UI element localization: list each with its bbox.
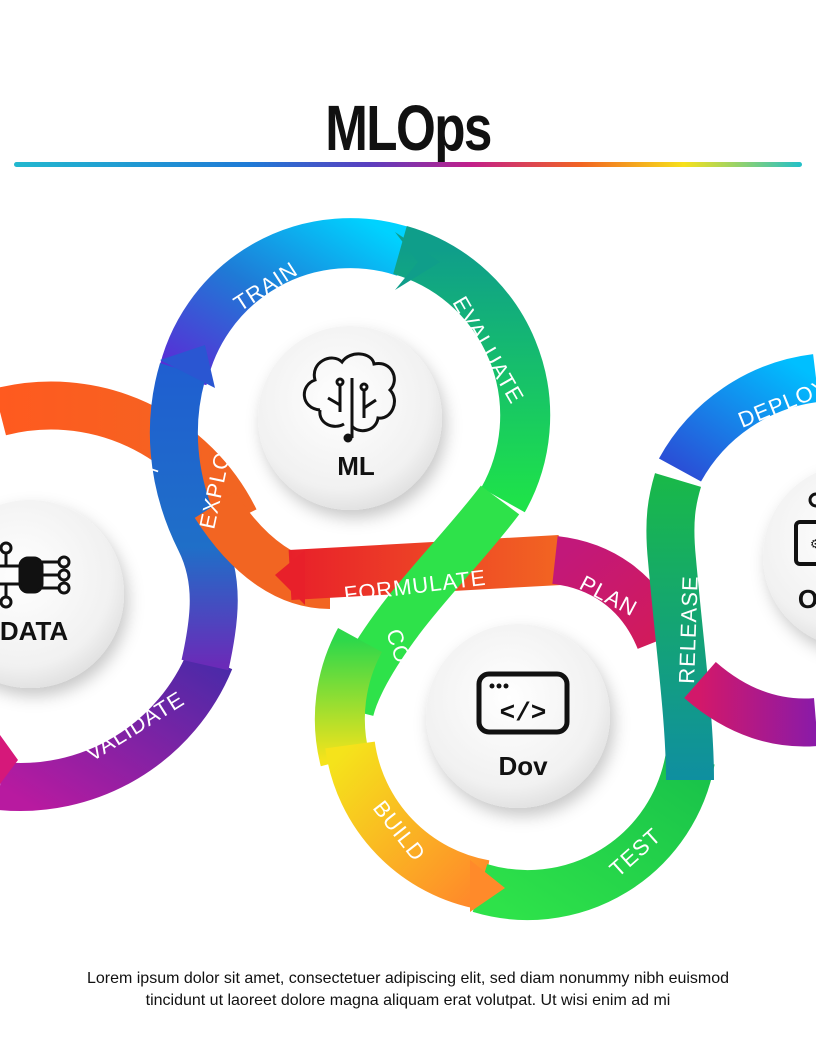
- brain-circuit-icon: [302, 352, 396, 443]
- network-chip-icon: [0, 541, 71, 609]
- code-segment: [314, 628, 383, 767]
- ops-hub-label: O: [798, 584, 816, 614]
- page-title: MLOps: [325, 92, 492, 164]
- release-label: RELEASE: [674, 575, 703, 684]
- explore-chevron: [160, 345, 215, 388]
- validate-segment: [0, 650, 233, 811]
- ops-bottom-segment: [684, 661, 816, 747]
- build-segment: [325, 740, 490, 910]
- deploy-segment: [658, 354, 816, 483]
- caption-line-1: Lorem ipsum dolor sit amet, consectetuer…: [86, 970, 730, 987]
- formulate-arrow: [275, 550, 305, 605]
- build-chevron: [470, 860, 505, 912]
- dev-loop: [314, 628, 715, 920]
- release-segment: [646, 473, 714, 781]
- dev-hub-label: Dov: [498, 751, 548, 781]
- explore-segment: [149, 363, 238, 671]
- ml-loop: [157, 218, 551, 513]
- code-window-icon: </>: [476, 671, 570, 735]
- evaluate-segment: [392, 225, 551, 513]
- caption-line-2: tincidunt ut laoreet dolore magna aliqua…: [145, 992, 671, 1009]
- data-hub-label: DATA: [0, 616, 68, 646]
- data-hub: DATA: [0, 500, 124, 688]
- title-divider: [14, 162, 802, 167]
- evaluate-chevron: [395, 232, 440, 290]
- caption: Lorem ipsum dolor sit amet, consectetuer…: [20, 968, 796, 1012]
- ml-hub-label: ML: [337, 451, 375, 481]
- ops-hub: ⚙ O: [763, 472, 816, 640]
- svg-text:⚙: ⚙: [810, 537, 816, 551]
- train-segment: [157, 218, 413, 386]
- ops-loop: [658, 354, 816, 747]
- plan-segment: [551, 536, 683, 650]
- validate-arrow-tail: [0, 735, 18, 784]
- ml-hub: ML: [258, 326, 442, 510]
- svg-text:</>: </>: [500, 698, 547, 728]
- dev-hub: </> Dov: [426, 624, 610, 808]
- test-segment: [472, 754, 715, 920]
- collect-segment: [0, 381, 257, 531]
- data-loop: [0, 381, 257, 811]
- monitor-gear-icon: ⚙: [794, 492, 816, 566]
